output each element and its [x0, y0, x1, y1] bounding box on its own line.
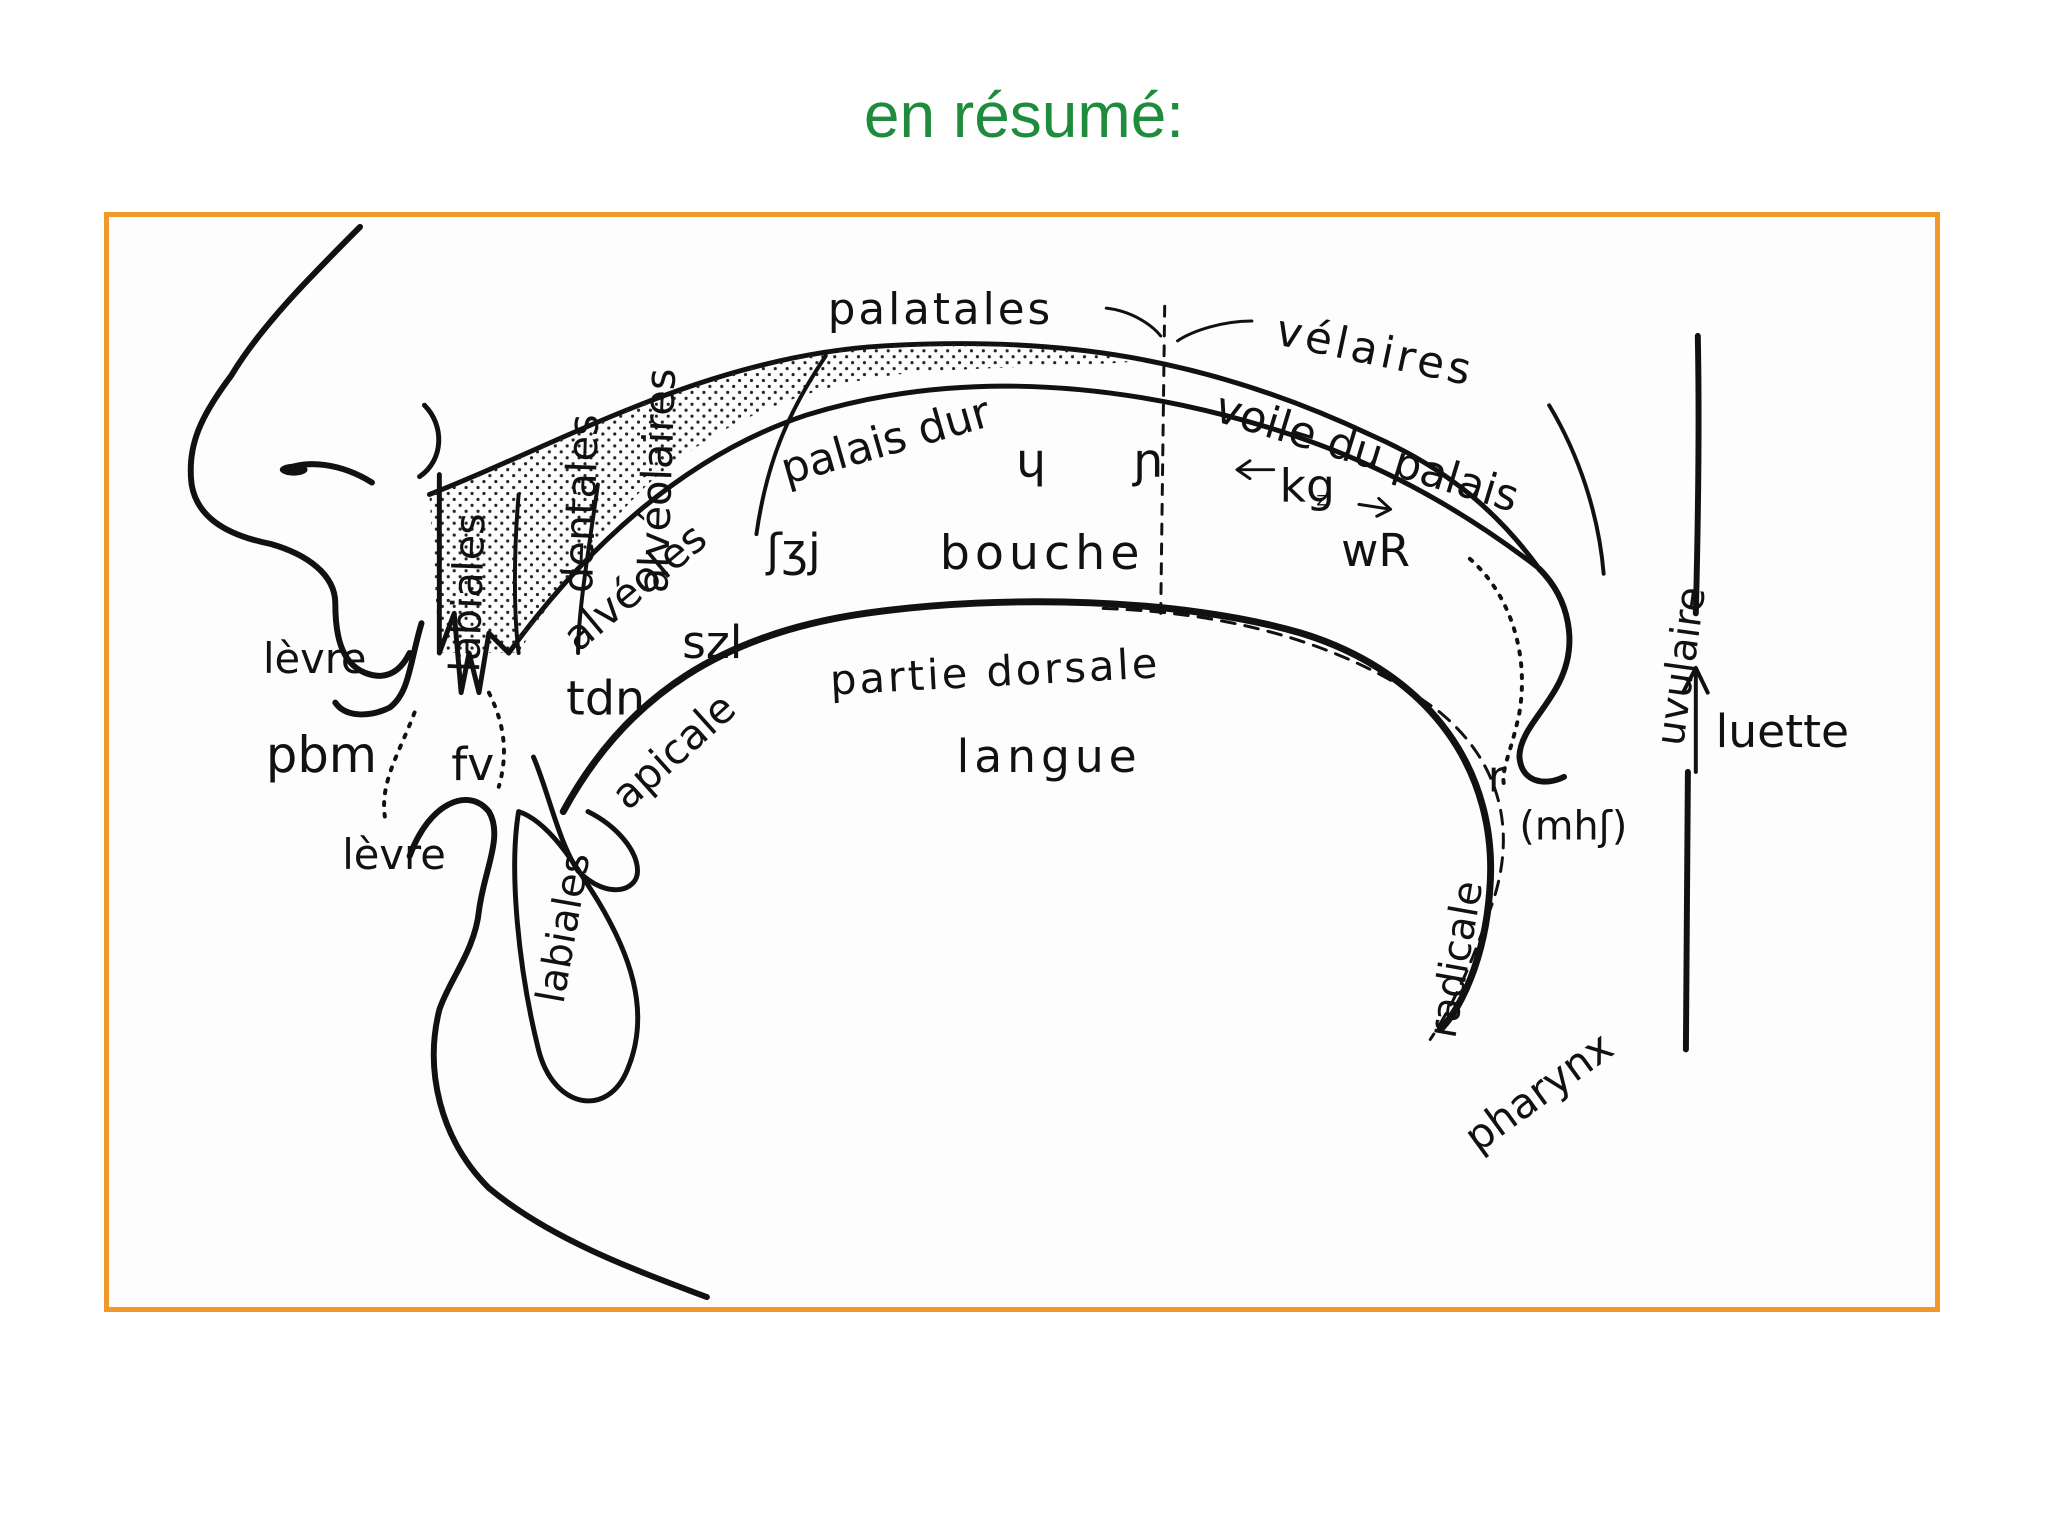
figure-frame: palatales vélaires alvéolaires dentales …: [104, 212, 1940, 1312]
label-pharynx: pharynx: [1455, 1021, 1622, 1161]
label-szl: szl: [682, 616, 742, 669]
dental-boundary-curve: [512, 492, 521, 655]
slide-title: en résumé:: [863, 79, 1185, 151]
velum-dotted: [1467, 556, 1524, 789]
label-phon-kg: kg: [1280, 459, 1335, 512]
label-m-h-sh: (mhʃ): [1519, 803, 1627, 849]
palatales-arrow: [1104, 306, 1163, 338]
nasal-wing: [417, 402, 442, 480]
label-luette: luette: [1716, 705, 1849, 758]
upper-lip: [332, 620, 425, 718]
label-palatales: palatales: [828, 285, 1053, 335]
label-phon-z: ᶻ: [1316, 485, 1328, 524]
label-fv: fv: [451, 738, 494, 791]
label-labiales-upper: labiales: [440, 512, 495, 673]
label-phon-turned-h: ɥ: [1016, 434, 1046, 489]
pharynx-wall-upper: [1692, 332, 1702, 617]
tongue-outline: [559, 598, 1495, 1034]
kg-right-arrow: [1357, 496, 1393, 518]
palate-lower: [506, 383, 1542, 656]
vocal-tract-diagram: palatales vélaires alvéolaires dentales …: [187, 223, 1849, 1301]
label-tdn: tdn: [566, 671, 645, 726]
label-uvulaire: uvulaire: [1647, 584, 1715, 749]
label-partie-dorsale: partie dorsale: [829, 638, 1162, 704]
kg-left-arrow: [1235, 459, 1276, 481]
lip-contact-dotted: [382, 690, 506, 819]
alveolar-boundary-curve: [576, 482, 600, 655]
label-alveolaires: alvéolaires: [628, 367, 685, 593]
uvula: [1516, 565, 1573, 785]
label-phon-wr: wR: [1341, 524, 1410, 577]
label-voile-du-palais: voile du palais: [1209, 383, 1524, 523]
label-labiales-lower: labiales: [528, 849, 600, 1006]
label-pbm: pbm: [266, 726, 377, 784]
face-profile: [187, 223, 413, 679]
label-levre-upper: lèvre: [263, 634, 367, 683]
label-levre-lower: lèvre: [342, 830, 446, 879]
label-dentales: dentales: [553, 413, 608, 594]
upper-incisor: [436, 472, 512, 696]
uvula-arrow: [1680, 665, 1710, 774]
label-velaires: vélaires: [1271, 306, 1479, 397]
lower-incisor: [531, 754, 641, 893]
palatal-boundary-curve: [754, 353, 828, 537]
lower-lip: [406, 797, 710, 1301]
label-langue: langue: [957, 730, 1142, 783]
label-radicale: radicale: [1420, 877, 1493, 1041]
velar-boundary-curve: [1547, 403, 1606, 576]
tongue-dashed: [1101, 606, 1505, 1041]
nostril-dot: [279, 463, 308, 476]
label-sh-zh-j: ʃʒj: [765, 524, 820, 577]
hard-palate-shading: [429, 343, 1143, 653]
lower-tooth-root-shaded: [512, 809, 641, 1104]
velaires-arrow: [1176, 319, 1254, 343]
label-phon-palatal-n: ɲ: [1132, 434, 1164, 489]
pharynx-wall-lower: [1682, 768, 1691, 1053]
label-bouche: bouche: [940, 526, 1145, 581]
label-r: r: [1488, 753, 1506, 803]
label-palais-dur: palais dur: [775, 388, 996, 495]
